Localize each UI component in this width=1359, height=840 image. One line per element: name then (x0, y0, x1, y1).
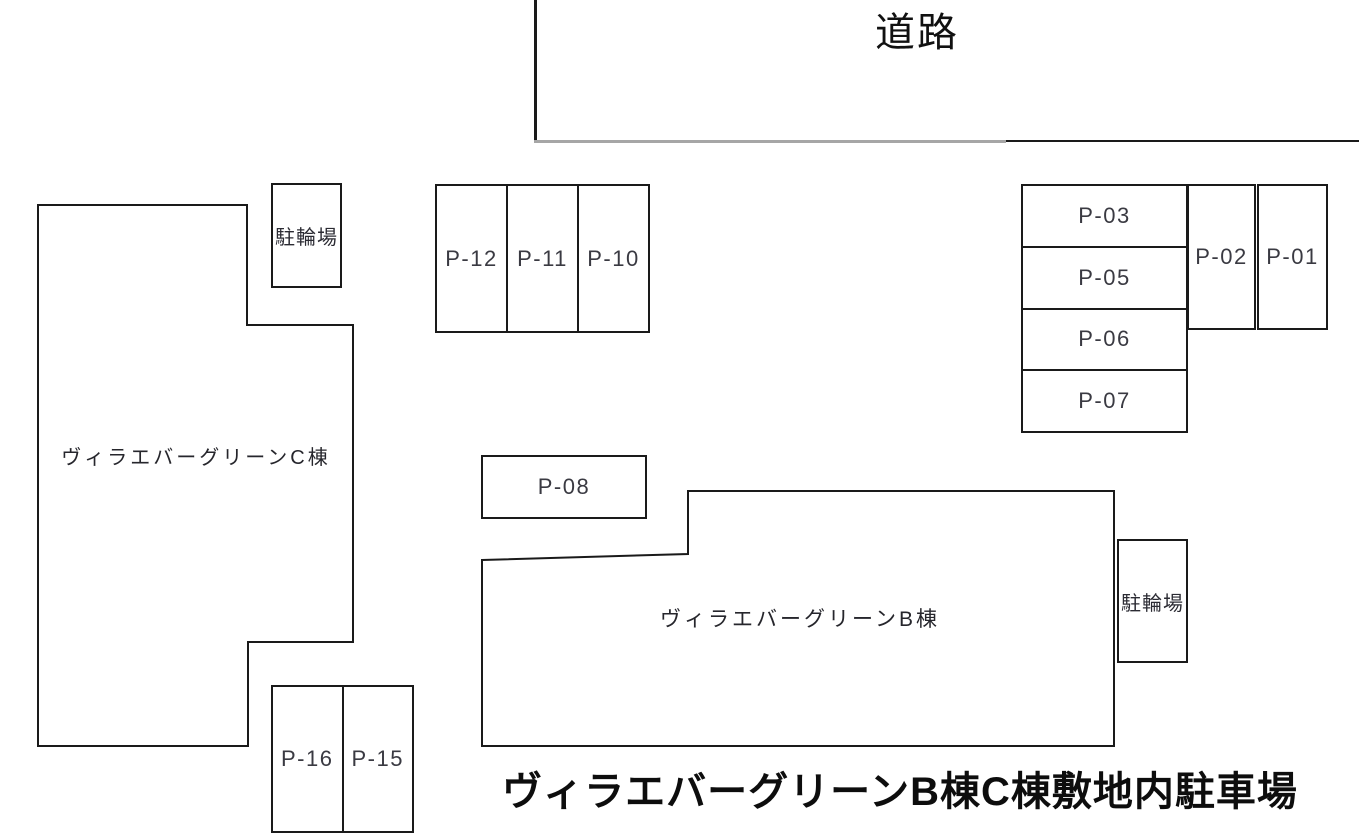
parking-spot: P-05 (1023, 245, 1186, 308)
parking-group-bottom-pair: P-16 P-15 (271, 685, 414, 833)
parking-spot-label: P-08 (537, 474, 591, 499)
building-b-outline (481, 490, 1115, 747)
parking-spot-label: P-12 (445, 245, 498, 271)
bike-parking-top-left-label: 駐輪場 (275, 227, 338, 249)
parking-spot-p02: P-02 (1187, 184, 1256, 330)
parking-spot: P-12 (437, 186, 506, 331)
bike-parking-top-left: 駐輪場 (271, 183, 342, 288)
parking-group-middle-top: P-12 P-11 P-10 (435, 184, 650, 333)
building-c-outline (37, 204, 354, 747)
parking-spot: P-11 (506, 186, 577, 331)
page-title: ヴィラエバーグリーンB棟C棟敷地内駐車場 (502, 770, 1298, 814)
road-label: 道路 (875, 11, 959, 55)
parking-spot: P-03 (1023, 186, 1186, 246)
parking-spot-label: P-03 (1078, 202, 1131, 228)
parking-spot-label: P-15 (351, 746, 404, 771)
parking-spot: P-15 (341, 687, 413, 831)
parking-spot-label: P-01 (1266, 244, 1319, 269)
parking-spot: P-10 (577, 186, 648, 331)
parking-spot-label: P-02 (1195, 244, 1248, 269)
building-c-label: ヴィラエバーグリーンC棟 (61, 446, 331, 469)
parking-spot-label: P-10 (587, 245, 640, 271)
parking-spot-label: P-16 (281, 746, 334, 771)
parking-spot: P-07 (1023, 369, 1186, 431)
parking-spot-label: P-07 (1078, 388, 1131, 414)
bike-parking-right: 駐輪場 (1117, 539, 1188, 663)
bike-parking-right-label: 駐輪場 (1121, 592, 1184, 615)
parking-spot-p08: P-08 (481, 455, 647, 519)
parking-spot-label: P-11 (517, 245, 568, 271)
parking-spot-label: P-06 (1078, 326, 1131, 352)
parking-group-right-stack: P-03 P-05 P-06 P-07 (1021, 184, 1188, 433)
parking-spot: P-16 (273, 687, 342, 831)
building-b-label: ヴィラエバーグリーンB棟 (660, 608, 940, 631)
parking-spot-p01: P-01 (1257, 184, 1328, 330)
parking-spot: P-06 (1023, 307, 1186, 370)
parking-spot-label: P-05 (1078, 264, 1131, 290)
